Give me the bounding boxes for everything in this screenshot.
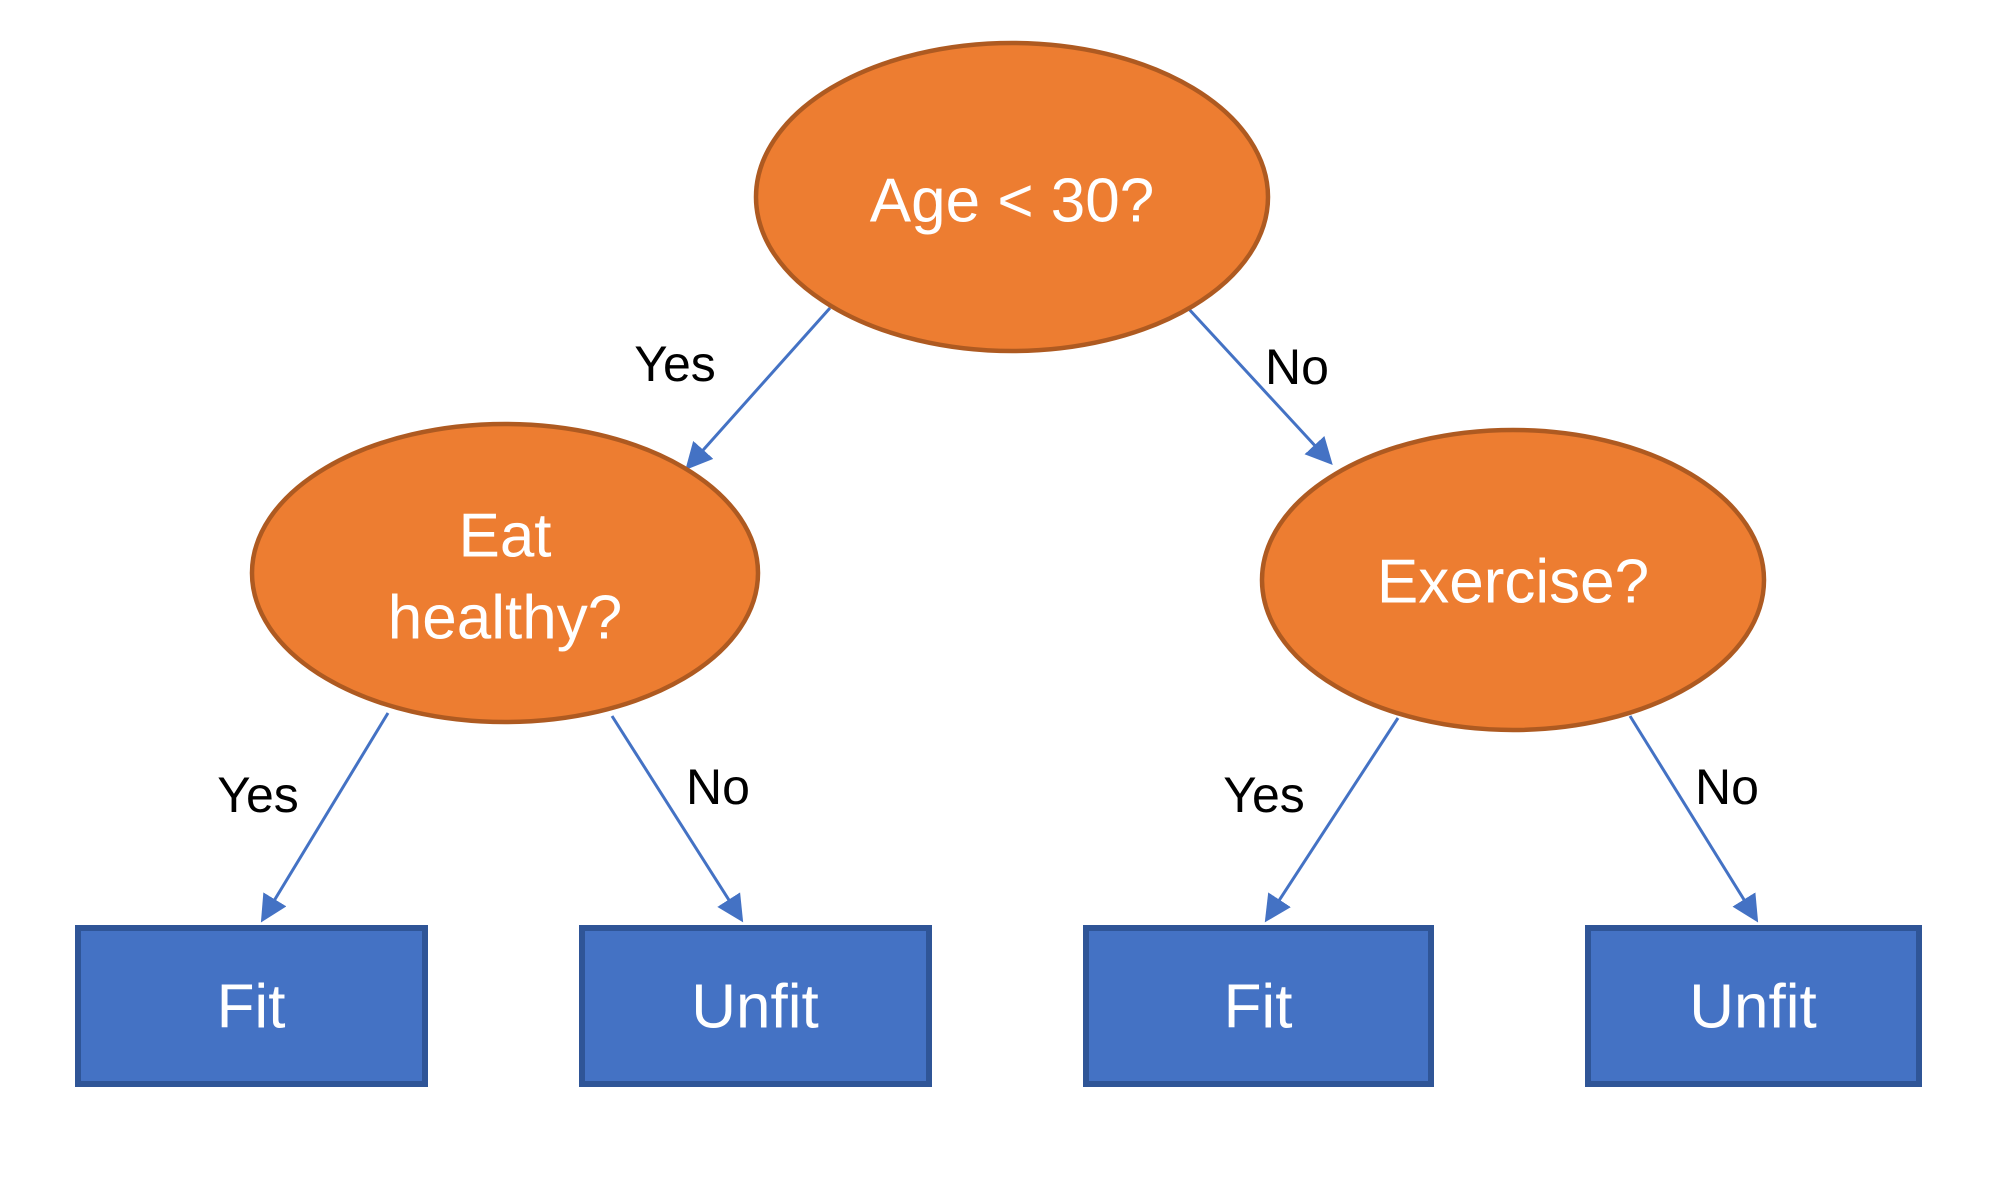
decision-node-root: Age < 30? [753,40,1271,354]
leaf-node-unfit-right: Unfit [1585,925,1922,1087]
edge-eat-no [610,715,744,923]
exercise-node-label: Exercise? [1377,548,1649,617]
unfit-left-rect [579,925,932,1087]
fit-left-rect [75,925,428,1087]
unfit-left-label: Unfit [691,973,818,1042]
leaf-node-unfit-left: Unfit [579,925,932,1087]
edge-label-root-no: No [1265,339,1329,395]
eat-healthy-node-ellipse [249,421,761,725]
leaf-node-fit-left: Fit [75,925,428,1087]
edge-exercise-no [1628,715,1759,923]
root-node-ellipse [753,40,1271,354]
decision-node-eat-healthy: Eat healthy? [249,421,761,725]
leaf-node-fit-right: Fit [1083,925,1434,1087]
edge-eat-yes [260,712,390,923]
unfit-right-label: Unfit [1689,973,1816,1042]
edge-label-root-yes: Yes [634,336,716,392]
fit-left-label: Fit [217,973,286,1042]
decision-node-exercise: Exercise? [1259,427,1767,733]
edge-root-yes [685,307,832,471]
fit-right-label: Fit [1224,973,1293,1042]
edge-label-group: Yes No Yes No Yes No [217,336,1759,823]
exercise-node-ellipse [1259,427,1767,733]
unfit-right-rect [1585,925,1922,1087]
eat-healthy-node-label-line2: healthy? [388,584,622,653]
edge-label-eat-no: No [686,759,750,815]
edge-label-eat-yes: Yes [217,767,299,823]
root-node-label: Age < 30? [870,167,1154,236]
edge-label-exercise-yes: Yes [1223,767,1305,823]
edge-root-no [1185,305,1333,465]
eat-healthy-node-label-line1: Eat [458,502,551,571]
edge-group [260,305,1759,923]
fit-right-rect [1083,925,1434,1087]
edge-label-exercise-no: No [1695,759,1759,815]
edge-exercise-yes [1264,717,1400,923]
